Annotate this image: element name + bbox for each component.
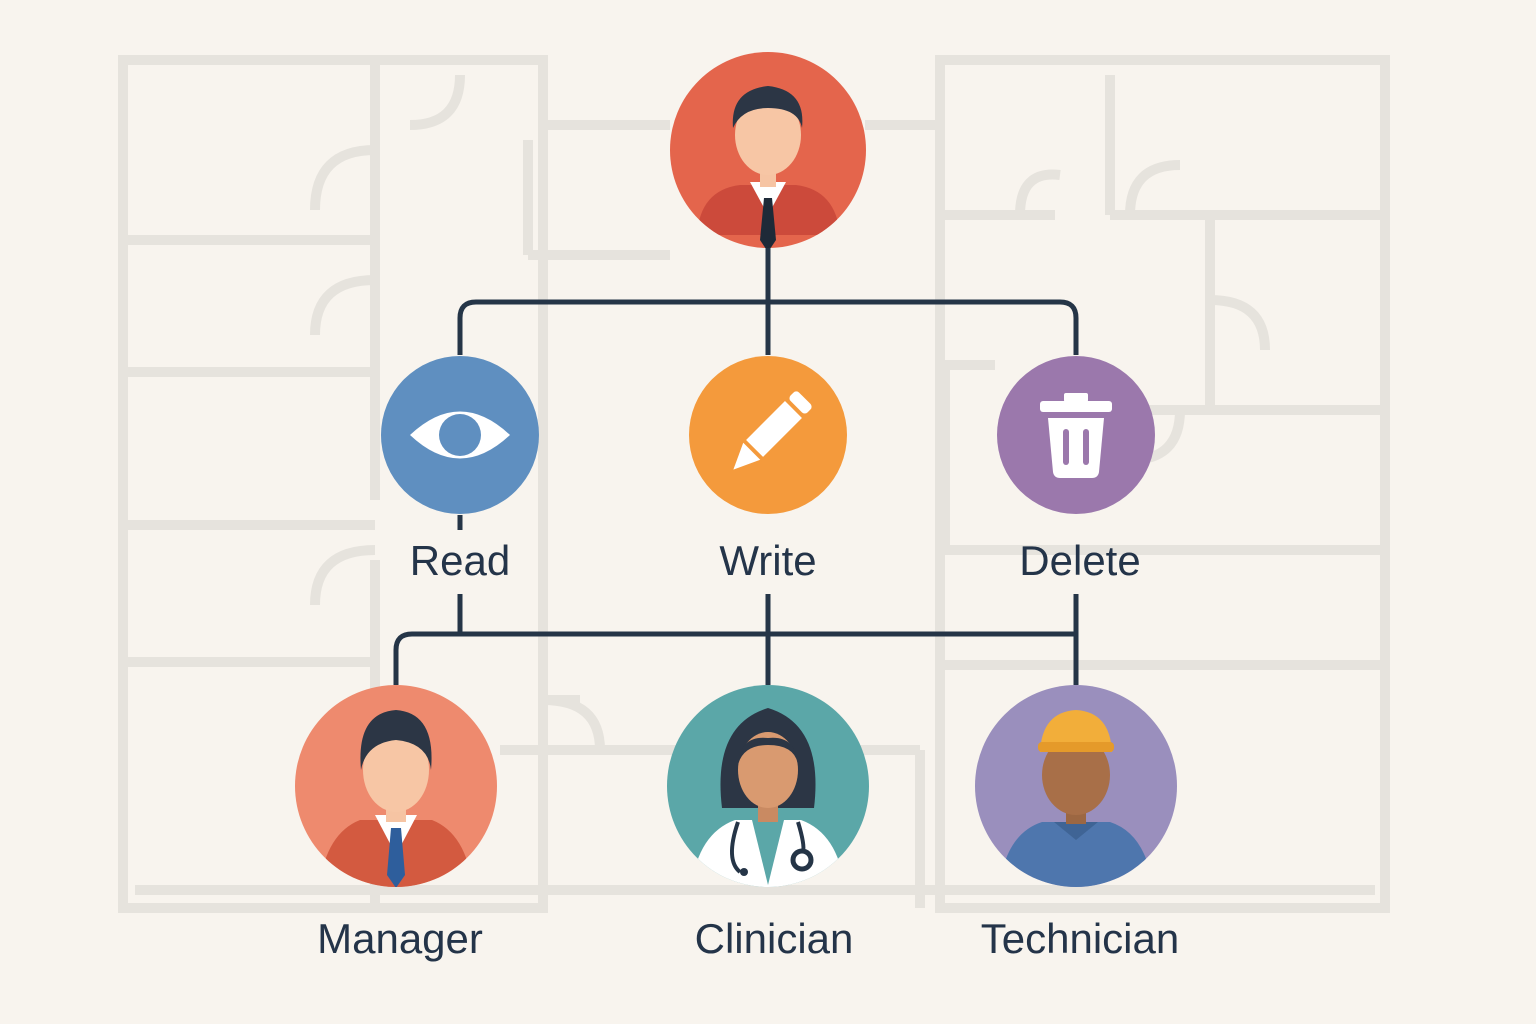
- connector-lines: [393, 248, 1079, 685]
- floorplan-background: [118, 55, 1390, 913]
- admin-avatar-icon: [670, 52, 866, 248]
- permission-read-node: [381, 356, 539, 514]
- role-clinician-label: Clinician: [694, 915, 854, 962]
- role-technician-label: Technician: [980, 915, 1180, 962]
- manager-avatar-icon: [295, 685, 497, 887]
- clinician-avatar-icon: [667, 685, 869, 887]
- permission-delete-label: Delete: [1019, 537, 1141, 584]
- role-manager-label: Manager: [317, 915, 483, 962]
- permission-delete-node: [997, 356, 1155, 514]
- permission-read-label: Read: [409, 537, 511, 584]
- permission-write-label: Write: [719, 537, 817, 584]
- eye-icon: [410, 411, 510, 459]
- pencil-icon: [733, 391, 812, 470]
- technician-avatar-icon: [975, 685, 1177, 887]
- trash-icon: [1040, 393, 1112, 478]
- permission-write-node: [689, 356, 847, 514]
